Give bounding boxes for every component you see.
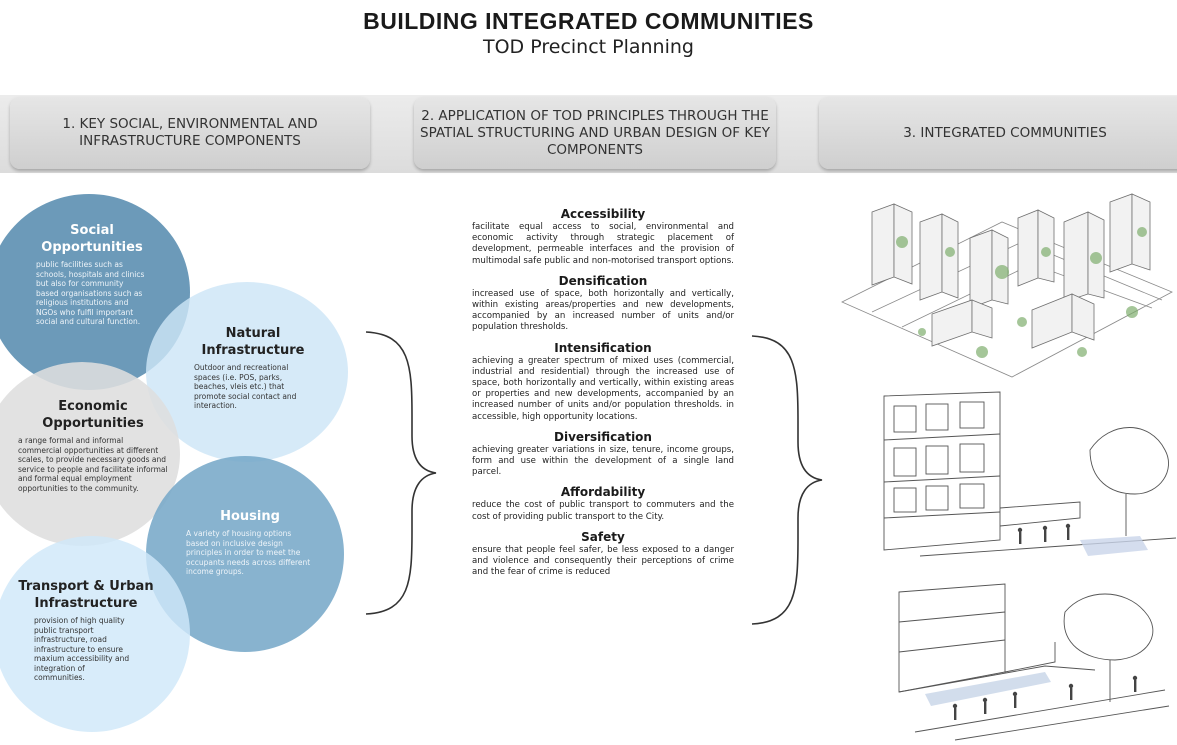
right-brace-icon	[751, 335, 823, 625]
principle-title: Affordability	[560, 485, 646, 500]
housing-title: Housing	[220, 509, 280, 524]
page-title: BUILDING INTEGRATED COMMUNITIES	[363, 8, 814, 34]
principle-intensification: Intensification achieving a greater spec…	[472, 340, 734, 423]
housing-description: A variety of housing options based on in…	[186, 529, 311, 576]
principle-title: Diversification	[554, 429, 652, 444]
principle-densification: Densification increased use of space, bo…	[472, 273, 734, 334]
principle-safety: Safety ensure that people feel safer, be…	[472, 529, 734, 579]
column-header-components: 1. KEY SOCIAL, ENVIRONMENTAL AND INFRAST…	[10, 97, 370, 169]
principle-diversification: Diversification achieving greater variat…	[472, 429, 734, 479]
natural-circle	[146, 282, 348, 462]
principle-text: ensure that people feel safer, be less e…	[472, 544, 734, 578]
transport-description: provision of high quality public transpo…	[34, 616, 130, 682]
precinct-aerial-sketch	[832, 182, 1177, 382]
principle-title: Intensification	[554, 340, 652, 355]
principle-text: achieving greater variations in size, te…	[472, 444, 734, 478]
street-market-sketch	[895, 582, 1177, 742]
principle-text: achieving a greater spectrum of mixed us…	[472, 355, 734, 422]
economic-title: Economic Opportunities	[42, 399, 144, 431]
tod-principles: Accessibility facilitate equal access to…	[472, 206, 734, 584]
principle-text: reduce the cost of public transport to c…	[472, 500, 734, 522]
transport-circle	[0, 536, 190, 732]
social-description: public facilities such as schools, hospi…	[36, 260, 145, 326]
principle-text: increased use of space, both horizontall…	[472, 288, 734, 333]
natural-infrastructure: Natural Infrastructure Outdoor and recre…	[194, 325, 312, 411]
principle-title: Densification	[558, 273, 648, 288]
page-subtitle: TOD Precinct Planning	[483, 36, 694, 58]
transport-title: Transport & Urban Infrastructure	[18, 579, 154, 611]
natural-description: Outdoor and recreational spaces (i.e. PO…	[194, 363, 297, 410]
economic-opportunities: Economic Opportunities a range formal an…	[18, 398, 168, 493]
column-header-principles: 2. APPLICATION OF TOD PRINCIPLES THROUGH…	[414, 97, 776, 169]
economic-circle	[0, 362, 180, 546]
social-title: Social Opportunities	[41, 223, 143, 255]
principle-accessibility: Accessibility facilitate equal access to…	[472, 206, 734, 267]
social-opportunities: Social Opportunities public facilities s…	[36, 222, 148, 327]
principle-title: Accessibility	[560, 207, 646, 221]
principle-affordability: Affordability reduce the cost of public …	[472, 484, 734, 522]
column-header-communities: 3. INTEGRATED COMMUNITIES	[819, 97, 1177, 169]
economic-description: a range formal and informal commercial o…	[18, 436, 168, 493]
principle-title: Safety	[581, 529, 625, 544]
natural-title: Natural Infrastructure	[201, 326, 305, 358]
principle-text: facilitate equal access to social, envir…	[472, 222, 734, 266]
transport-infrastructure: Transport & Urban Infrastructure provisi…	[18, 578, 154, 683]
mixed-use-street-sketch	[880, 390, 1177, 566]
left-brace-icon	[365, 331, 437, 615]
housing: Housing A variety of housing options bas…	[186, 508, 314, 577]
